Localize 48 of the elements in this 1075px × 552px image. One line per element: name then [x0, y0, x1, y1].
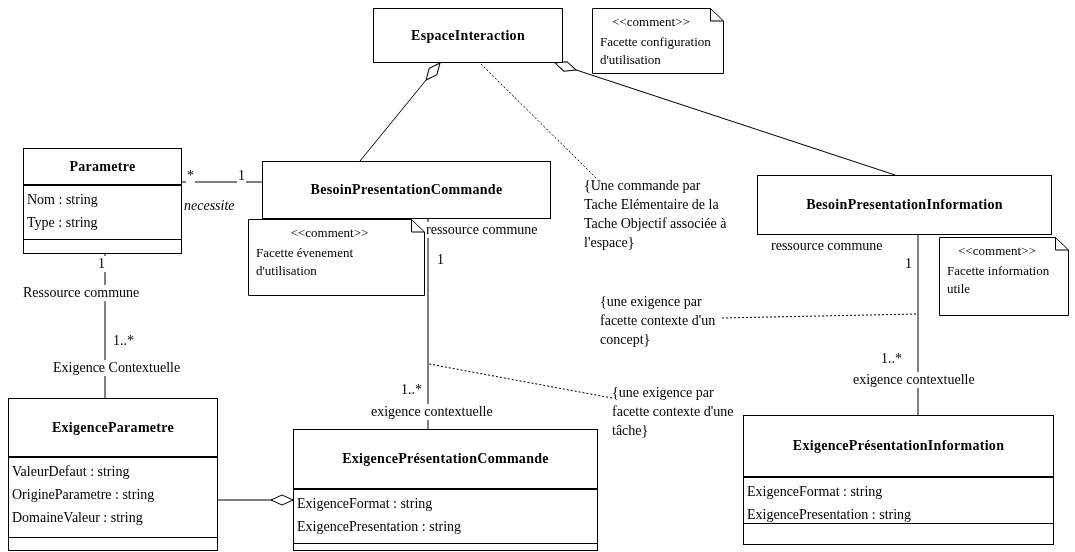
attribute-text: ExigencePresentation : string	[747, 506, 913, 524]
constraint-line	[428, 363, 613, 399]
attribute-text: Nom : string	[27, 191, 99, 209]
constraint-line	[479, 62, 597, 179]
attribute-text: ValeurDefaut : string	[12, 463, 131, 481]
aggregation-line	[554, 61, 896, 176]
class-box	[293, 429, 598, 551]
constraint-text: {une exigence par facette contexte d'une tâche}	[612, 383, 742, 440]
class-name: BesoinPresentationCommande	[309, 181, 504, 199]
class-name: Parametre	[68, 157, 137, 176]
class-box	[8, 398, 218, 551]
class-box	[373, 8, 563, 63]
aggregation-line	[217, 494, 294, 506]
class-box	[23, 148, 182, 254]
constraint-text: {une exigence par facette contexte d'un concept}	[600, 292, 722, 349]
attribute-text: Type : string	[27, 214, 99, 232]
note-stereotype: <<comment>>	[289, 225, 370, 241]
constraint-text: {Une commande par Tache Elémentaire de la Tache Objectif associée à l'espace}	[584, 176, 729, 252]
attribute-text: ExigencePresentation : string	[297, 518, 463, 536]
class-box	[757, 175, 1052, 235]
role-name: exigence contextuelle	[852, 372, 976, 388]
attribute-text: ExigenceFormat : string	[747, 483, 884, 501]
note-text: Facette configuration d'utilisation	[600, 33, 712, 69]
class-name: BesoinPresentationInformation	[805, 196, 1004, 214]
note-stereotype: <<comment>>	[611, 14, 691, 30]
class-box	[743, 415, 1054, 545]
attribute-text: OrigineParametre : string	[12, 486, 156, 504]
association-line	[181, 181, 263, 183]
class-name: ExigenceParametre	[50, 418, 176, 437]
multiplicity: *	[186, 168, 195, 184]
attribute-text: DomaineValeur : string	[12, 509, 144, 527]
role-name: Exigence Contextuelle	[52, 360, 182, 376]
association-line	[917, 234, 919, 416]
role-name: ressource commune	[425, 222, 539, 238]
role-name: Ressource commune	[22, 285, 141, 301]
note-text: Facette évenement d'utilisation	[256, 244, 355, 280]
role-name: exigence contextuelle	[370, 404, 494, 420]
class-name: EspaceInteraction	[410, 26, 526, 45]
class-name: ExigencePrésentationCommande	[341, 450, 550, 468]
class-box	[262, 161, 551, 219]
multiplicity: 1	[237, 168, 246, 184]
multiplicity: 1	[97, 256, 106, 272]
constraint-line	[721, 313, 919, 319]
class-name: ExigencePrésentationInformation	[791, 437, 1006, 455]
note-text: Facette information utile	[947, 262, 1051, 298]
attribute-text: ExigenceFormat : string	[297, 495, 434, 513]
note-stereotype: <<comment>>	[957, 243, 1037, 259]
aggregation-line	[359, 62, 441, 162]
